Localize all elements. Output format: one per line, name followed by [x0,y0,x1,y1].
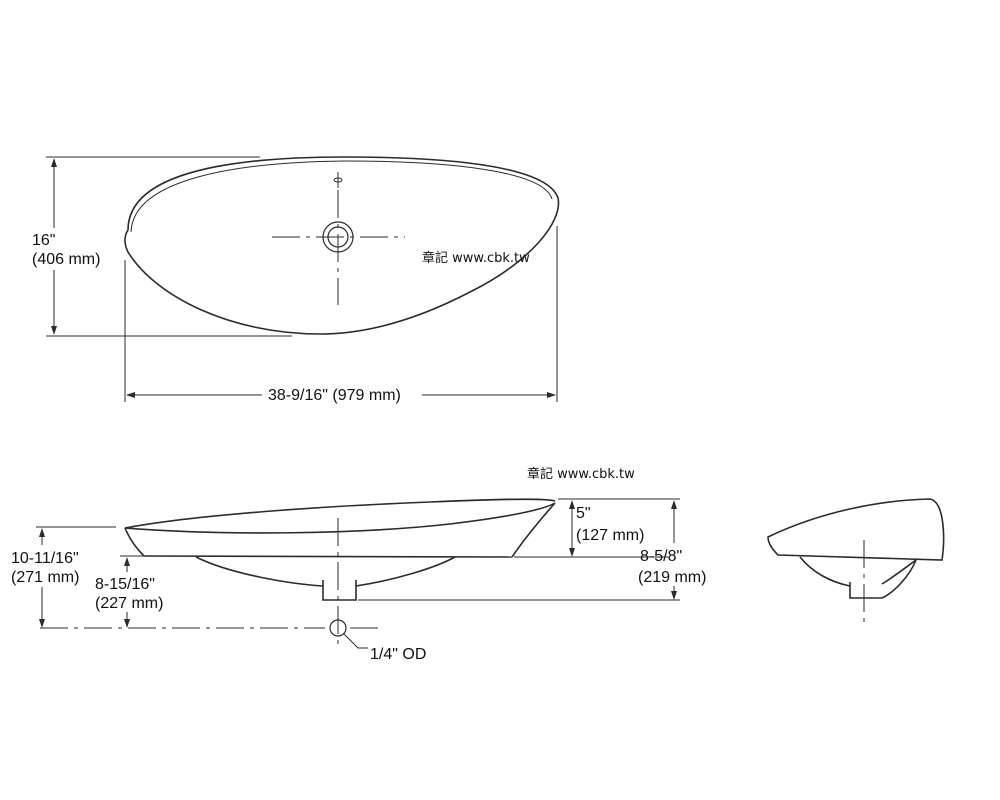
front-view-base-line [143,555,513,558]
front-view-bowl-arrow-down [671,591,677,600]
front-view-rim-height-label: 5" [576,505,591,522]
top-view: 16" (406 mm) 38-9/16" (979 mm) [28,156,560,405]
front-view-body-left [124,527,145,557]
top-view-depth-arrow-up [51,158,57,167]
top-view-width-arrow-left [126,392,135,398]
front-view-overall-height-label: 10-11/16" [11,550,79,567]
top-view-width-arrow-right [547,392,556,398]
front-view-outlet-label: 1/4" OD [370,646,426,663]
front-view-bowl-height-label: 8-5/8" [640,548,682,565]
end-view-bowl [799,556,917,599]
top-view-depth-label-mm: (406 mm) [32,251,100,268]
front-view-body-right [511,502,556,558]
front-view-bowl-height-mm: (219 mm) [638,569,706,586]
front-view-overall-arrow-down [39,619,45,628]
front-view-rim-top [124,498,556,529]
front-view-rim-arrow-up [569,500,575,509]
top-view-drain-outer [322,221,354,253]
top-view-width-label: 38-9/16" (979 mm) [268,387,401,404]
front-view: 1/4" OD 10-11/16" (271 mm) 8-15/16" (227… [8,498,706,663]
front-view-rim-bottom [124,502,556,534]
front-view-overall-arrow-up [39,528,45,537]
front-view-rim-height-mm: (127 mm) [576,527,644,544]
watermark-top: 章記 www.cbk.tw [422,250,530,266]
front-view-drain-height-mm: (227 mm) [95,595,163,612]
front-view-rim-arrow-down [569,548,575,557]
front-view-drain [322,580,357,601]
end-view-outline [767,498,945,561]
front-view-drain-arrow-down [124,619,130,628]
top-view-basin-outline [124,156,560,335]
end-view [767,498,945,622]
top-view-depth-label: 16" [32,232,55,249]
front-view-overall-height-mm: (271 mm) [11,569,79,586]
front-view-drain-height-label: 8-15/16" [95,576,155,593]
front-view-bowl-arrow-up [671,500,677,509]
front-view-outlet-leader [343,633,368,649]
front-view-bowl [195,556,456,587]
end-view-drain [849,582,882,599]
watermark-side: 章記 www.cbk.tw [527,466,635,482]
front-view-drain-arrow-up [124,557,130,566]
top-view-depth-arrow-down [51,326,57,335]
front-view-outlet-circle [329,619,347,637]
top-view-inner-rim [130,160,553,233]
top-view-drain-inner [327,226,349,248]
